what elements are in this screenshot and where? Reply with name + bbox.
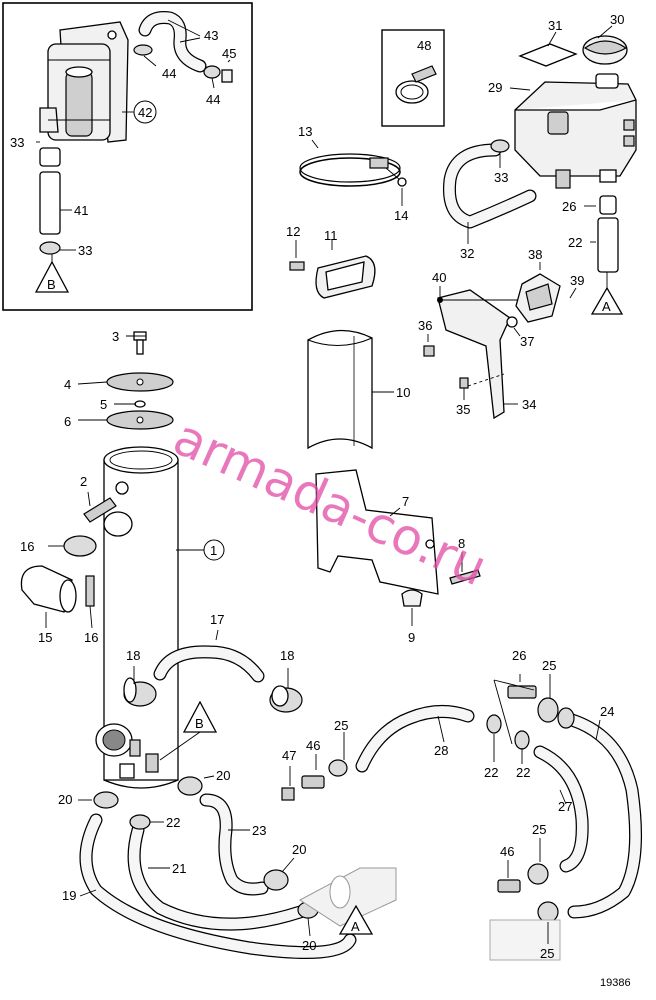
callout-7: 7: [402, 494, 409, 509]
callout-34: 34: [522, 397, 536, 412]
callout-16: 16: [84, 630, 98, 645]
callout-41: 41: [74, 203, 88, 218]
callout-12: 12: [286, 224, 300, 239]
callout-45: 45: [222, 46, 236, 61]
expansion-tank: [514, 35, 637, 315]
callout-40: 40: [432, 270, 446, 285]
callout-46: 46: [306, 738, 320, 753]
callout-48: 48: [417, 38, 431, 53]
callout-33: 33: [10, 135, 24, 150]
callout-11: 11: [324, 228, 338, 243]
callout-25: 25: [334, 718, 348, 733]
callout-19: 19: [62, 888, 76, 903]
drawing-number: 19386: [600, 977, 631, 989]
callout-27: 27: [558, 799, 572, 814]
callout-20: 20: [302, 938, 316, 953]
callout-8: 8: [458, 536, 465, 551]
callout-6: 6: [64, 414, 71, 429]
callout-4: 4: [64, 377, 71, 392]
bracket-11: [289, 255, 376, 299]
callout-36: 36: [418, 318, 432, 333]
callout-15: 15: [38, 630, 52, 645]
callout-22: 22: [484, 765, 498, 780]
callout-30: 30: [610, 12, 624, 27]
callout-37: 37: [520, 334, 534, 349]
callout-26: 26: [512, 648, 526, 663]
strap-clamp-13: [299, 153, 407, 187]
callout-26: 26: [562, 199, 576, 214]
callout-22: 22: [166, 815, 180, 830]
marker-b-cooler: B: [195, 716, 204, 731]
callout-18: 18: [126, 648, 140, 663]
callout-35: 35: [456, 402, 470, 417]
callout-23: 23: [252, 823, 266, 838]
callout-32: 32: [460, 246, 474, 261]
callout-14: 14: [394, 208, 408, 223]
callout-43: 43: [204, 28, 218, 43]
cooler-tube-1: [20, 331, 218, 789]
heat-shield-10: [307, 329, 373, 450]
inset-panel: [2, 2, 253, 311]
callout-17: 17: [210, 612, 224, 627]
callout-18: 18: [280, 648, 294, 663]
callout-3: 3: [112, 329, 119, 344]
callout-44: 44: [162, 66, 176, 81]
callout-10: 10: [396, 385, 410, 400]
callout-20: 20: [58, 792, 72, 807]
callout-2: 2: [80, 474, 87, 489]
bracket-7: [315, 469, 481, 607]
callout-5: 5: [100, 397, 107, 412]
marker-a-tank: A: [602, 299, 611, 314]
marker-a-exhaust: A: [351, 919, 360, 934]
callout-25: 25: [540, 946, 554, 961]
callout-46: 46: [500, 844, 514, 859]
callout-22: 22: [516, 765, 530, 780]
callout-38: 38: [528, 247, 542, 262]
callout-22: 22: [568, 235, 582, 250]
callout-labels: 43 45 44 44 42 33 41 33 B 48 31 30 29 33…: [10, 12, 631, 989]
callout-21: 21: [172, 861, 186, 876]
callout-28: 28: [434, 743, 448, 758]
callout-42: 42: [138, 105, 152, 120]
callout-33: 33: [494, 170, 508, 185]
callout-20: 20: [216, 768, 230, 783]
bracket-34: [423, 273, 561, 420]
callout-29: 29: [488, 80, 502, 95]
exhaust-pipe: [299, 867, 397, 935]
clip-48-box: [381, 29, 445, 127]
callout-47: 47: [282, 748, 296, 763]
marker-b-inset: B: [47, 277, 56, 292]
callout-31: 31: [548, 18, 562, 33]
callout-1: 1: [210, 543, 217, 558]
callout-25: 25: [542, 658, 556, 673]
callout-13: 13: [298, 124, 312, 139]
callout-9: 9: [408, 630, 415, 645]
callout-25: 25: [532, 822, 546, 837]
callout-44: 44: [206, 92, 220, 107]
callout-24: 24: [600, 704, 614, 719]
callout-16: 16: [20, 539, 34, 554]
callout-20: 20: [292, 842, 306, 857]
callout-33: 33: [78, 243, 92, 258]
callout-39: 39: [570, 273, 584, 288]
